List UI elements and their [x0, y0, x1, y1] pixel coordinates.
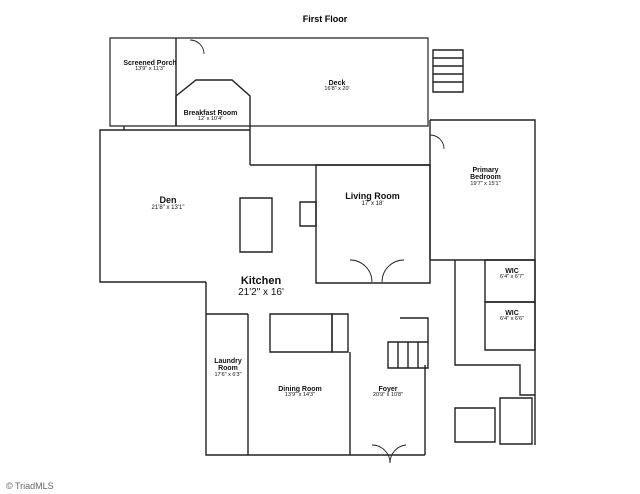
page-title: First Floor — [302, 14, 348, 24]
room-label-deck: Deck 16'8" x 20' — [307, 80, 367, 93]
room-name: Primary Bedroom — [470, 167, 501, 182]
watermark: © TriadMLS — [6, 481, 54, 491]
room-name: Deck — [328, 80, 346, 87]
room-dim: 16'8" x 20' — [324, 86, 350, 93]
room-dim: 21'2" x 16' — [238, 286, 284, 298]
room-dim: 21'8" x 13'1" — [151, 205, 185, 212]
room-label-foyer: Foyer 20'9" x 10'8" — [363, 386, 413, 399]
room-name: WIC — [505, 310, 519, 317]
room-name: Living Room — [345, 191, 400, 201]
room-dim: 6'4" x 6'6" — [499, 316, 525, 323]
room-label-kitchen: Kitchen 21'2" x 16' — [226, 275, 296, 298]
room-dim: 17'6" x 6'3" — [214, 371, 242, 378]
room-label-wic-1: WIC 6'4" x 6'7" — [492, 268, 532, 281]
room-label-den: Den 21'8" x 13'1" — [138, 195, 198, 212]
room-dim: 13'9" x 11'3" — [135, 66, 165, 73]
room-dim: 19'7" x 15'1" — [470, 180, 501, 187]
room-name: Foyer — [378, 386, 398, 393]
room-name: Laundry Room — [214, 358, 242, 373]
room-dim: 13'9" x 14'3" — [284, 392, 316, 399]
walls — [100, 38, 535, 463]
room-name: Den — [159, 195, 177, 205]
room-dim: 12' x 10'4" — [197, 116, 224, 123]
room-label-screened-porch: Screened Porch 13'9" x 11'3" — [120, 60, 180, 73]
room-dim: 17' x 18' — [361, 201, 384, 208]
room-name: Screened Porch — [123, 60, 177, 67]
room-name: Kitchen — [240, 275, 282, 287]
room-label-laundry-room: Laundry Room 17'6" x 6'3" — [208, 358, 248, 378]
room-label-breakfast-room: Breakfast Room 12' x 10'4" — [183, 110, 238, 123]
room-label-primary-bedroom: Primary Bedroom 19'7" x 15'1" — [458, 167, 513, 187]
room-dim: 6'4" x 6'7" — [499, 274, 525, 281]
room-name: Dining Room — [278, 386, 322, 393]
room-dim: 20'9" x 10'8" — [372, 392, 404, 399]
room-label-dining-room: Dining Room 13'9" x 14'3" — [275, 386, 325, 399]
room-name: WIC — [505, 268, 519, 275]
room-label-wic-2: WIC 6'4" x 6'6" — [492, 310, 532, 323]
room-name: Breakfast Room — [183, 110, 238, 117]
room-label-living-room: Living Room 17' x 18' — [345, 191, 400, 208]
